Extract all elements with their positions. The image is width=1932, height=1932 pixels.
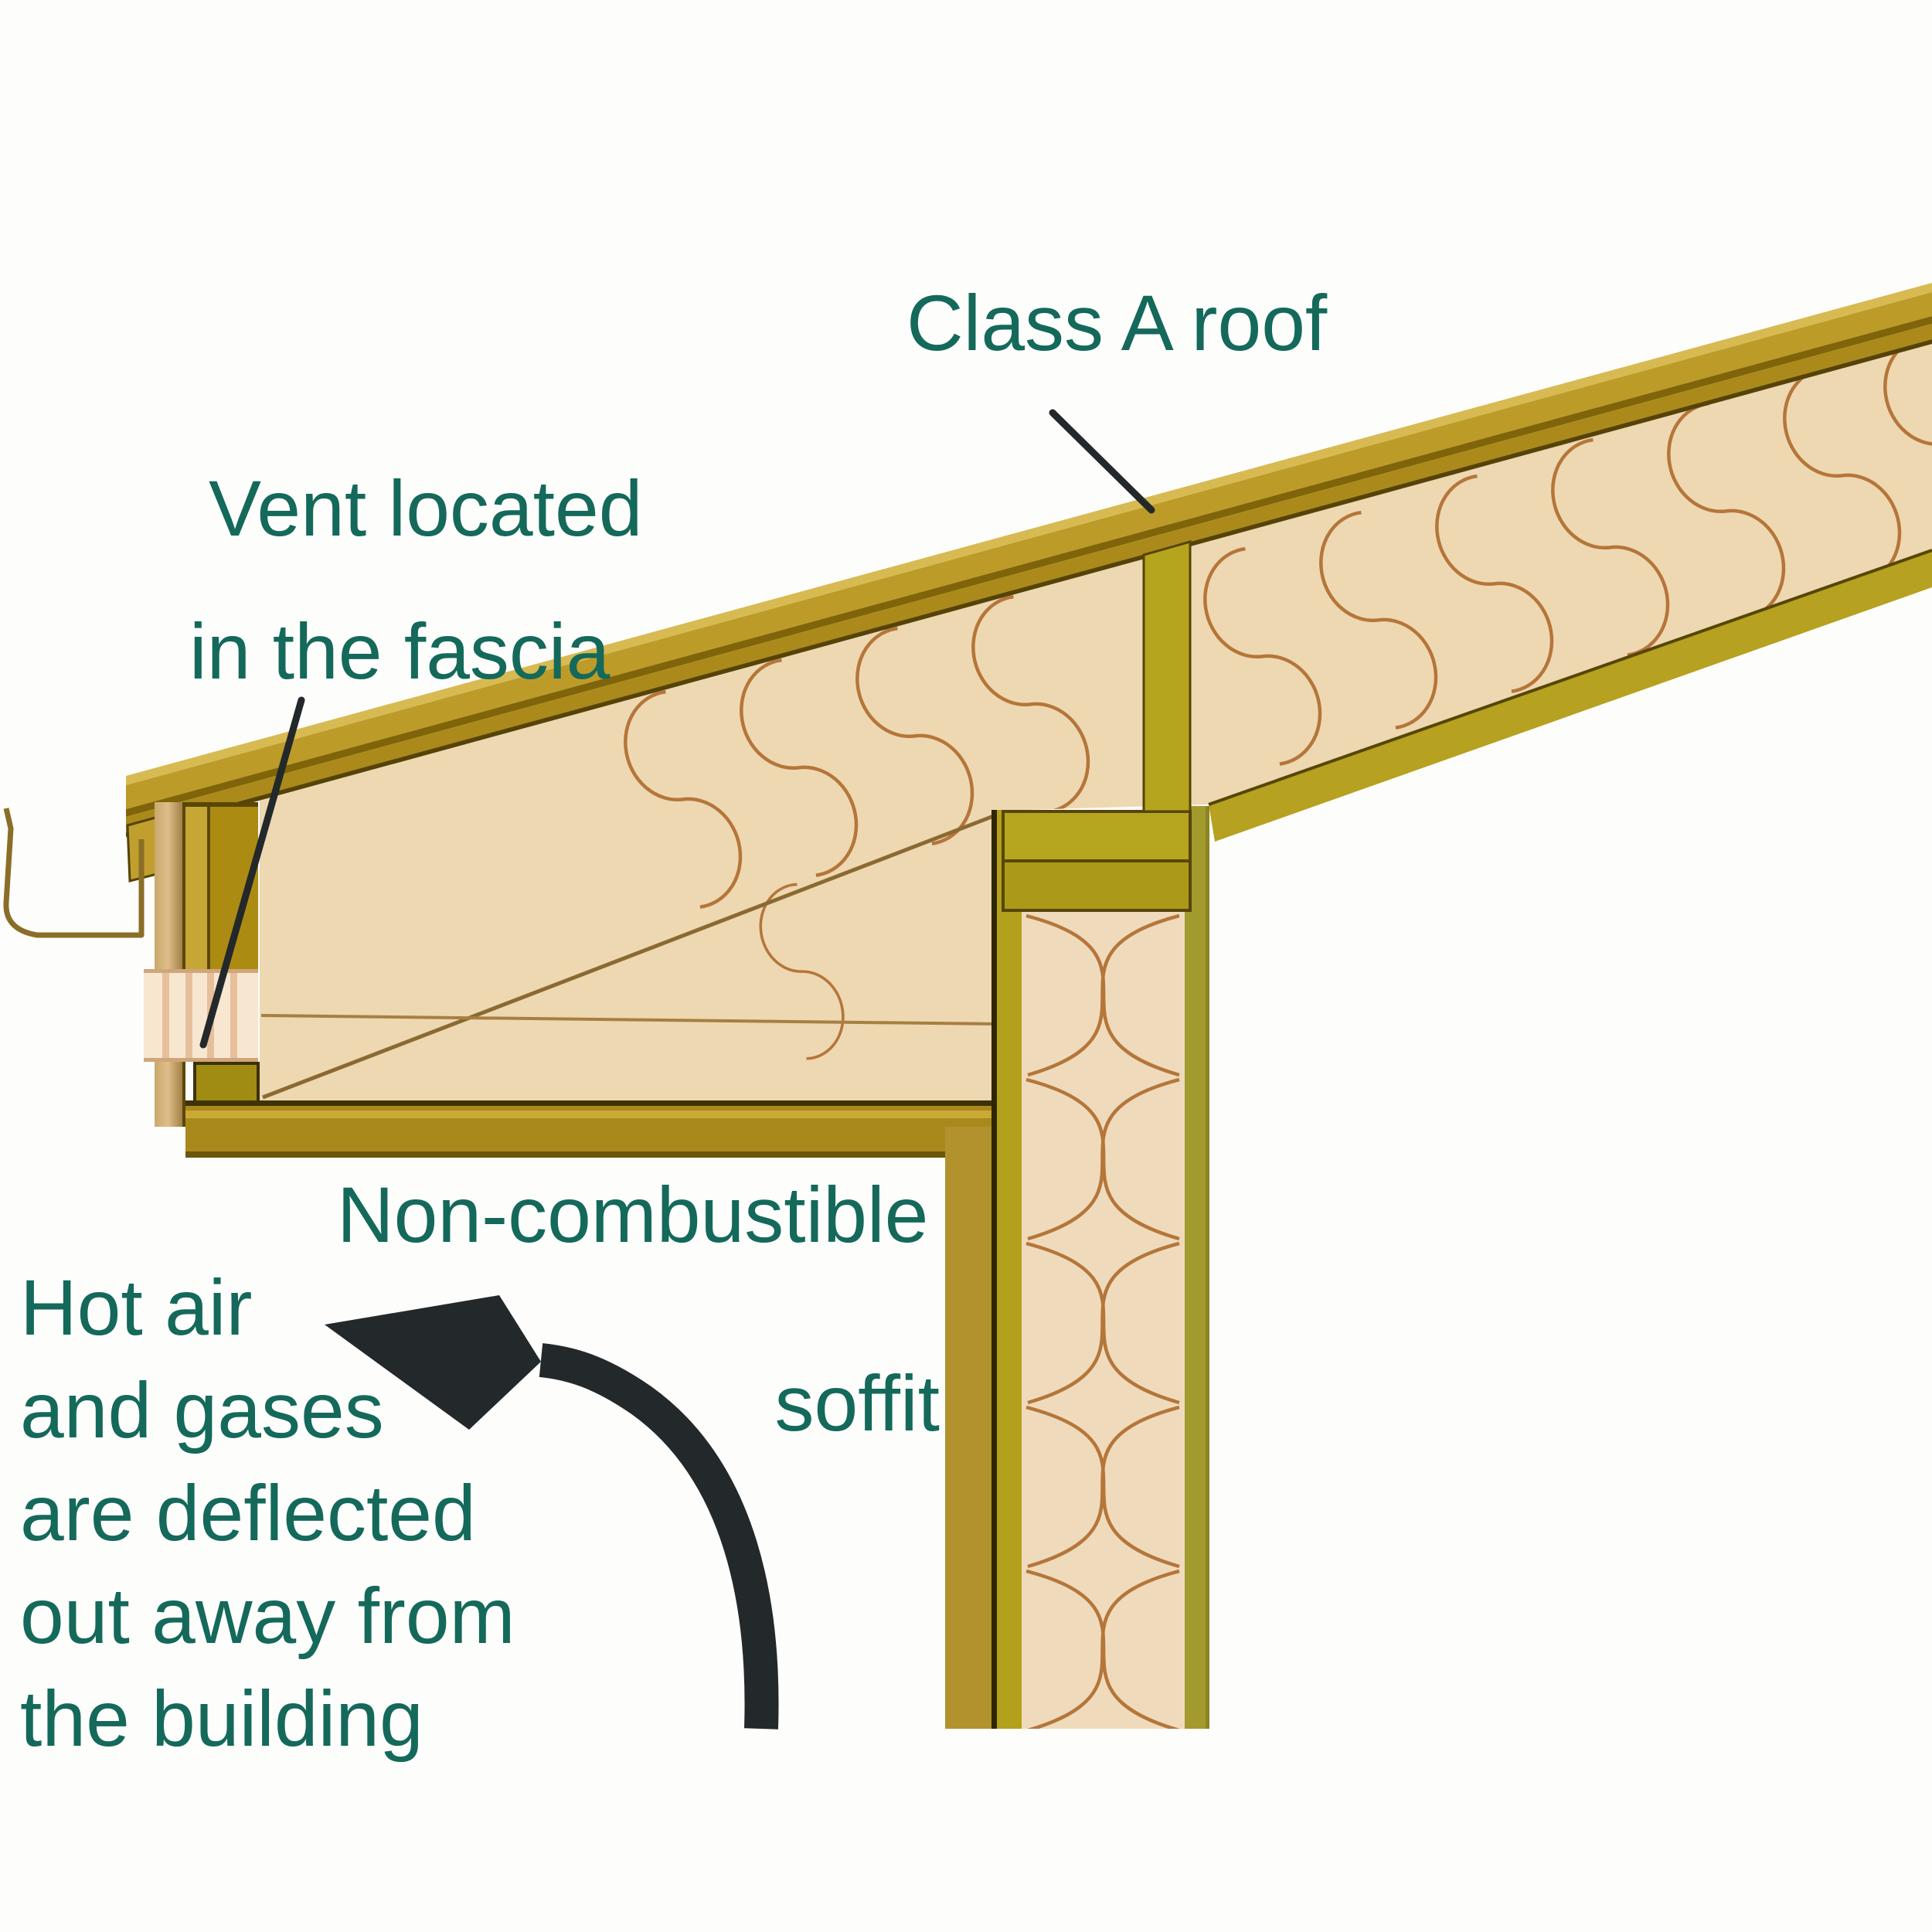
label-hot-air-line-3: are deflected xyxy=(20,1469,476,1557)
rafter-slope-line xyxy=(262,811,1002,1100)
wall-top-plate-upper xyxy=(1002,810,1192,862)
roof-cavity-insulation-field xyxy=(260,344,1932,1100)
gutter xyxy=(3,808,145,938)
label-noncombustible: Non-combustible xyxy=(337,1171,929,1259)
roof-band xyxy=(126,283,1932,837)
label-hot-air-line-2: and gases xyxy=(20,1366,384,1454)
label-hot-air-line-4: out away from xyxy=(20,1572,515,1660)
label-vent-line-2: in the fascia xyxy=(189,607,611,696)
fascia-gold-panel xyxy=(185,805,209,969)
airflow-arrow-shaft xyxy=(539,1343,779,1730)
label-hot-air-line-5: the building xyxy=(20,1675,423,1763)
leader-line-class-a-roof xyxy=(1049,409,1155,514)
wall-section xyxy=(945,540,1209,1729)
airflow-arrowhead xyxy=(325,1295,541,1430)
soffit-band xyxy=(185,1100,1019,1158)
label-vent-line-1: Vent located xyxy=(209,464,643,553)
leader-line-vent xyxy=(199,696,305,1049)
label-class-a-roof: Class A roof xyxy=(906,279,1328,367)
wall-stud-left xyxy=(997,810,1022,1729)
wall-exterior-band xyxy=(945,1127,992,1729)
fascia-assembly xyxy=(144,802,260,1127)
ceiling-band xyxy=(1208,549,1932,842)
label-hot-air-block: Hot air and gases are deflected out away… xyxy=(20,1257,515,1770)
rafter-baffle xyxy=(1142,540,1192,813)
fascia-board xyxy=(155,802,184,1127)
airflow-arrow xyxy=(325,1295,779,1730)
fascia-vent xyxy=(144,969,258,1062)
wall-stud-right xyxy=(1185,806,1206,1729)
wall-top-plate-lower xyxy=(1002,859,1192,912)
eave-horizontal-line xyxy=(260,1014,998,1026)
label-soffit: soffit xyxy=(774,1359,940,1447)
label-hot-air-line-1: Hot air xyxy=(20,1264,253,1352)
